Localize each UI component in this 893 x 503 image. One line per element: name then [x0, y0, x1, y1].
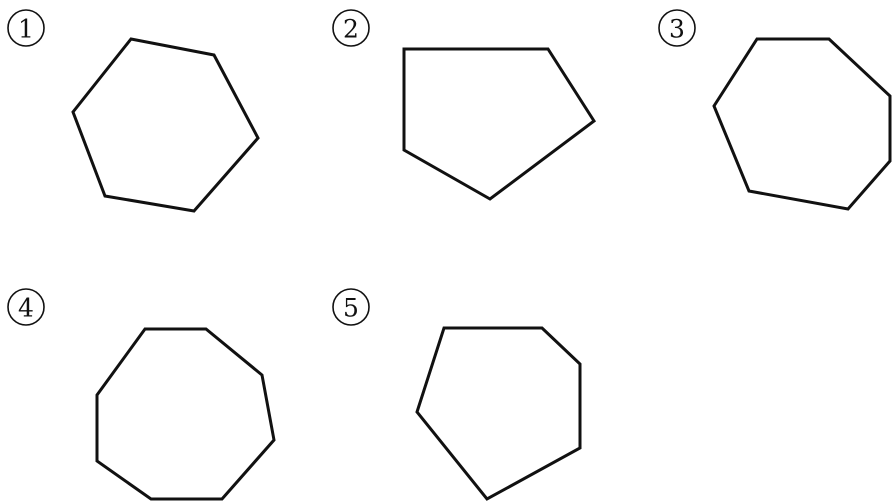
figure-4-shape [95, 327, 276, 501]
figure-4: 4 [7, 288, 276, 501]
label-circle-3 [658, 9, 696, 47]
figure-label-1: 1 [18, 15, 34, 44]
label-circle-2 [332, 9, 370, 47]
figure-1-shape [71, 37, 260, 213]
figure-3: 3 [658, 9, 892, 211]
figure-5-shape [415, 326, 582, 501]
figure-label-2: 2 [343, 15, 359, 44]
figure-label-4: 4 [18, 294, 34, 323]
figure-3-shape [712, 37, 892, 211]
figure-5: 5 [332, 288, 582, 501]
figure-2: 2 [332, 9, 597, 201]
figure-label-5: 5 [343, 294, 359, 323]
label-circle-5 [332, 288, 370, 326]
label-circle-1 [7, 9, 45, 47]
label-circle-4 [7, 288, 45, 326]
figure-1: 1 [7, 9, 260, 213]
figure-label-3: 3 [669, 15, 685, 44]
figure-2-shape [402, 47, 597, 201]
